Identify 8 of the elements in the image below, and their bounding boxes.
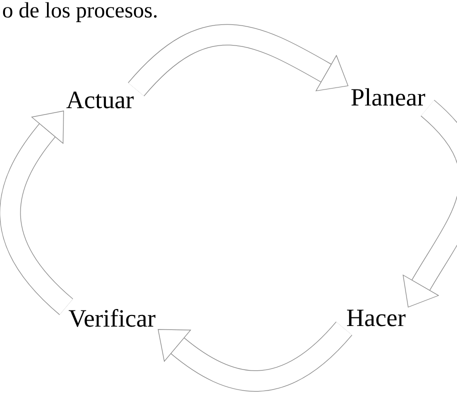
block-arrow xyxy=(128,24,348,97)
block-arrow xyxy=(158,321,352,392)
heading-text: o de los procesos. xyxy=(3,2,157,22)
step-label: Planear xyxy=(351,88,426,106)
step-label: Hacer xyxy=(347,310,406,326)
block-arrow xyxy=(0,110,74,315)
step-label: Actuar xyxy=(66,92,134,108)
step-label: Verificar xyxy=(68,309,156,327)
